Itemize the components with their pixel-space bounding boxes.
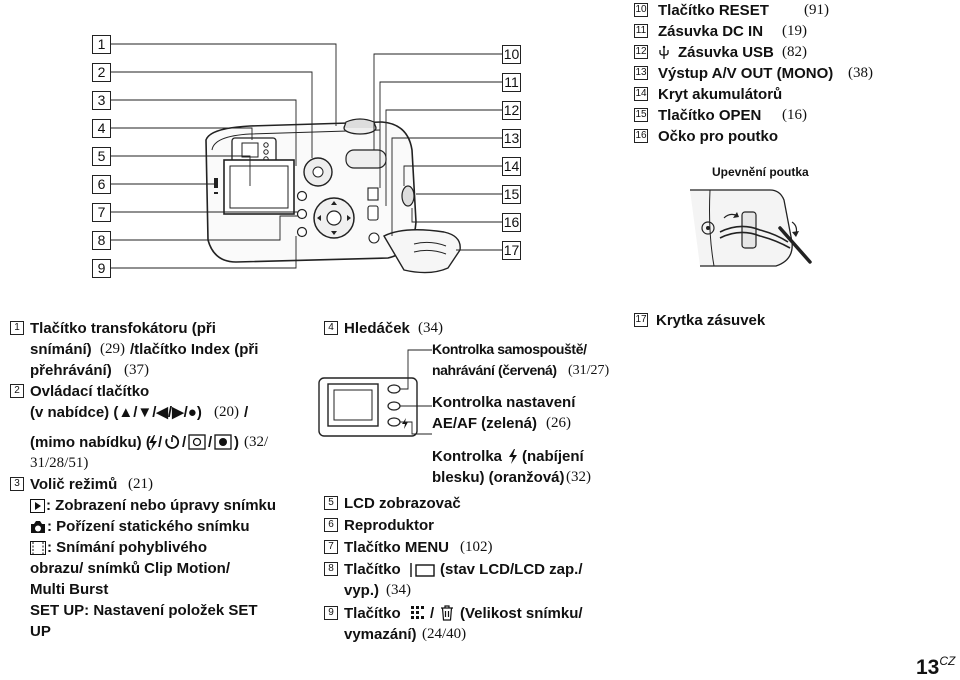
callout-10: 10 bbox=[502, 45, 521, 64]
callout-16: 16 bbox=[502, 213, 521, 232]
review-icon bbox=[188, 434, 206, 450]
callout-12: 12 bbox=[502, 101, 521, 120]
movie-icon bbox=[30, 541, 46, 555]
strap-illustration bbox=[690, 189, 812, 267]
callout-11: 11 bbox=[502, 73, 521, 92]
usb-icon bbox=[659, 45, 669, 59]
callout-1: 1 bbox=[92, 35, 111, 54]
camera-icon bbox=[31, 521, 45, 533]
callout-7: 7 bbox=[92, 203, 111, 222]
playback-icon bbox=[30, 499, 45, 513]
callout-8: 8 bbox=[92, 231, 111, 250]
callout-2: 2 bbox=[92, 63, 111, 82]
callout-5: 5 bbox=[92, 147, 111, 166]
callout-4: 4 bbox=[92, 119, 111, 138]
macro-icon bbox=[214, 434, 232, 450]
callout-17: 17 bbox=[502, 241, 521, 260]
flash-icon bbox=[149, 435, 157, 450]
callout-9: 9 bbox=[92, 259, 111, 278]
strap-caption: Upevnění poutka bbox=[712, 165, 809, 179]
trash-icon bbox=[441, 605, 453, 621]
callout-14: 14 bbox=[502, 157, 521, 176]
lcd-status-icon bbox=[410, 563, 435, 577]
page-number: 13CZ bbox=[916, 654, 956, 679]
camera-drawing bbox=[111, 43, 502, 274]
viewfinder-lamps-illustration bbox=[318, 349, 432, 437]
self-timer-icon bbox=[165, 435, 180, 449]
flash-charge-icon bbox=[509, 449, 517, 464]
callout-15: 15 bbox=[502, 185, 521, 204]
callout-3: 3 bbox=[92, 91, 111, 110]
image-size-icon bbox=[411, 606, 424, 619]
callout-6: 6 bbox=[92, 175, 111, 194]
callout-13: 13 bbox=[502, 129, 521, 148]
